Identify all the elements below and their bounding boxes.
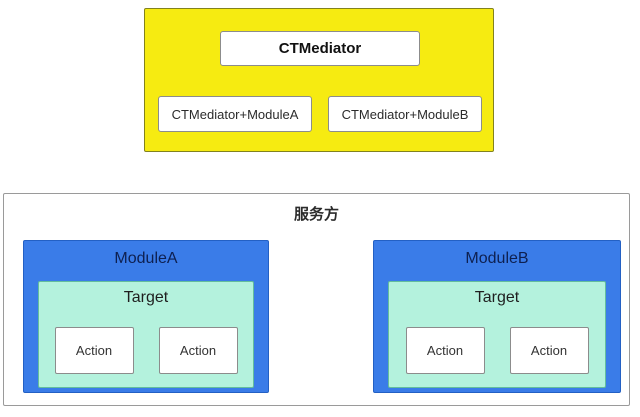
module-a-action-1: Action bbox=[54, 327, 134, 374]
module-b-action-1: Action bbox=[405, 327, 485, 374]
module-a-target-title: Target bbox=[123, 289, 169, 306]
module-a-target-box: Target Action Action bbox=[38, 281, 254, 388]
mediator-module-b-box: CTMediator+ModuleB bbox=[328, 96, 482, 132]
ctmediator-box: CTMediator bbox=[220, 31, 420, 66]
module-b-target-box: Target Action Action bbox=[388, 281, 606, 388]
service-panel: 服务方 ModuleA Target Action Action ModuleB… bbox=[3, 193, 630, 406]
module-b-target-title: Target bbox=[474, 289, 520, 306]
module-a-title: ModuleA bbox=[114, 250, 178, 267]
service-panel-title: 服务方 bbox=[293, 206, 339, 223]
module-a-action-2: Action bbox=[158, 327, 238, 374]
module-b-box: ModuleB Target Action Action bbox=[373, 240, 621, 393]
module-b-action-2: Action bbox=[509, 327, 589, 374]
module-a-box: ModuleA Target Action Action bbox=[23, 240, 269, 393]
module-b-action-row: Action Action bbox=[389, 327, 605, 374]
mediator-module-a-box: CTMediator+ModuleA bbox=[158, 96, 312, 132]
module-b-title: ModuleB bbox=[465, 250, 529, 267]
module-a-action-row: Action Action bbox=[39, 327, 253, 374]
mediator-panel: CTMediator CTMediator+ModuleA CTMediator… bbox=[144, 8, 494, 152]
